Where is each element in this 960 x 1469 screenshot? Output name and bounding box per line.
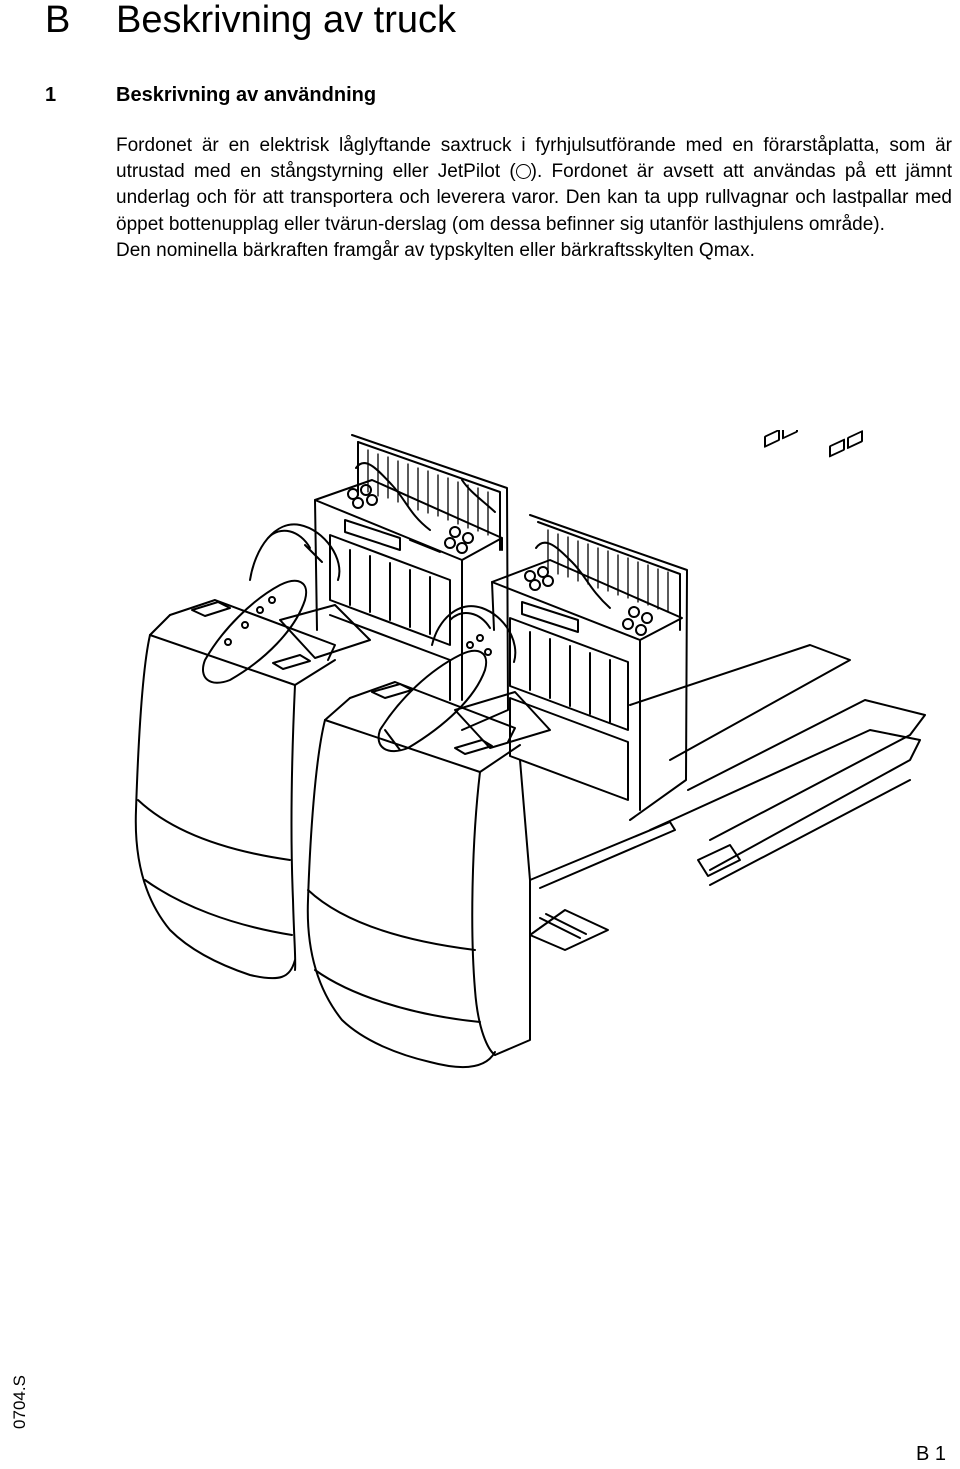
front-truck-body <box>134 599 371 980</box>
section-heading: 1 Beskrivning av användning <box>0 80 960 110</box>
paragraph-1: Fordonet är en elektrisk låglyftande sax… <box>116 133 952 238</box>
front-truck-mast <box>314 434 509 731</box>
circle-o-icon <box>515 164 531 180</box>
forks <box>529 430 926 951</box>
body-text: Fordonet är en elektrisk låglyftande sax… <box>116 133 952 264</box>
paragraph-2: Den nominella bärkraften framgår av typs… <box>116 239 755 261</box>
pallet-truck-illustration <box>134 430 926 1069</box>
paragraph-1-end: ). Fordonet är avsett att användas på et… <box>116 161 952 235</box>
chapter-title: Beskrivning av truck <box>116 0 457 41</box>
back-tiller <box>377 605 517 753</box>
back-truck-body <box>306 681 676 1069</box>
front-tiller <box>202 523 341 684</box>
page-number: B 1 <box>915 1443 946 1465</box>
chapter-letter: B <box>45 0 71 41</box>
back-truck-mast <box>491 514 688 821</box>
section-title: Beskrivning av användning <box>116 84 377 106</box>
section-number: 1 <box>45 84 57 106</box>
chapter-heading: B Beskrivning av truck <box>0 0 960 44</box>
paragraph-1-start: Fordonet är en elektrisk låglyftande sax… <box>116 135 952 183</box>
document-code: 0704.S <box>10 1375 29 1429</box>
